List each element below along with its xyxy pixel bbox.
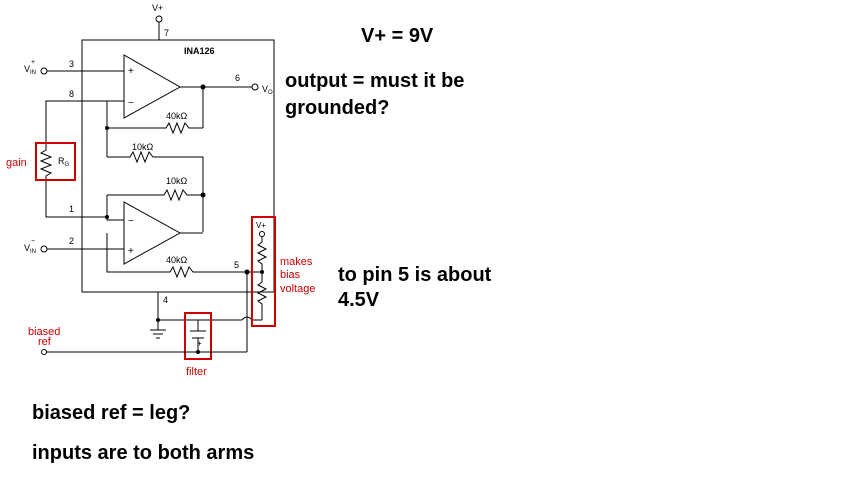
- pin-2-number: 2: [69, 236, 74, 246]
- r40k-bottom-label: 40kΩ: [166, 255, 188, 265]
- r10k-low-label: 10kΩ: [166, 176, 188, 186]
- rg-resistor: RG gain: [6, 142, 76, 181]
- pin-4-ground: 4: [150, 292, 168, 339]
- filter-highlight-box: [184, 312, 212, 360]
- resistor-10k-low: 10kΩ: [106, 176, 206, 232]
- r10k-mid-label: 10kΩ: [132, 142, 154, 152]
- note-pin5-line1: to pin 5 is about: [338, 264, 492, 286]
- opamp-top: + −: [123, 54, 182, 119]
- chip-name: INA126: [184, 46, 215, 56]
- vin-minus-sup: −: [31, 238, 35, 245]
- vin-plus-label: VIN: [24, 64, 36, 76]
- note-pin5-line2: 4.5V: [338, 289, 380, 311]
- opamp-bottom-plus: +: [128, 246, 134, 257]
- pin-7-vplus: V+ 7: [152, 3, 169, 40]
- r40k-top-label: 40kΩ: [166, 111, 188, 121]
- opamp-bottom-minus: −: [128, 216, 134, 227]
- pin-4-number: 4: [163, 295, 168, 305]
- gain-annotation: gain: [6, 157, 27, 169]
- bias-divider: V+ makes bias voltage: [247, 216, 315, 327]
- biased-ref-line: biased ref: [28, 272, 248, 355]
- pin-6-output: 6 VO: [180, 73, 273, 96]
- pin-5-number: 5: [234, 260, 239, 270]
- chip-outline: [81, 39, 275, 293]
- rg-label: RG: [58, 156, 70, 168]
- biased-ref-annotation-line1: biased: [28, 326, 60, 338]
- divider-highlight-box: [251, 216, 276, 327]
- note-biased-ref: biased ref = leg?: [32, 402, 190, 424]
- pin-6-number: 6: [235, 73, 240, 83]
- note-vplus-9v: V+ = 9V: [361, 25, 434, 47]
- note-inputs: inputs are to both arms: [32, 442, 254, 464]
- vin-plus-sup: +: [31, 59, 35, 66]
- resistor-10k-mid: 10kΩ: [107, 142, 204, 195]
- gain-highlight-box: [35, 142, 76, 181]
- opamp-top-plus: +: [128, 66, 134, 77]
- pin-2-vin-minus: VIN − 2: [24, 236, 124, 255]
- makes-bias-voltage-line1: makes: [280, 256, 313, 268]
- makes-bias-voltage-line2: bias: [280, 269, 301, 281]
- vplus-top-label: V+: [152, 3, 163, 13]
- resistor-40k-top: 40kΩ: [107, 87, 204, 135]
- vin-minus-label: VIN: [24, 243, 36, 255]
- note-output-line1: output = must it be: [285, 70, 464, 92]
- cap-plus-sign: +: [197, 339, 202, 348]
- pin-3-vin-plus: VIN + 3: [24, 59, 124, 76]
- makes-bias-voltage-line3: voltage: [280, 283, 315, 295]
- opamp-bottom: − +: [123, 201, 203, 265]
- pin-3-number: 3: [69, 59, 74, 69]
- pin-8-wiring: 8: [45, 89, 124, 157]
- vout-label: VO: [262, 84, 273, 96]
- pin-7-number: 7: [164, 28, 169, 38]
- pin-1-wiring: 1: [45, 180, 109, 219]
- pin-1-number: 1: [69, 204, 74, 214]
- note-output-line2: grounded?: [285, 97, 389, 119]
- filter-capacitor: + filter: [184, 312, 212, 378]
- divider-vplus-label: V+: [256, 221, 266, 230]
- pin-8-number: 8: [69, 89, 74, 99]
- biased-ref-annotation-line2: ref: [38, 336, 52, 348]
- filter-annotation: filter: [186, 366, 207, 378]
- opamp-top-minus: −: [128, 98, 134, 109]
